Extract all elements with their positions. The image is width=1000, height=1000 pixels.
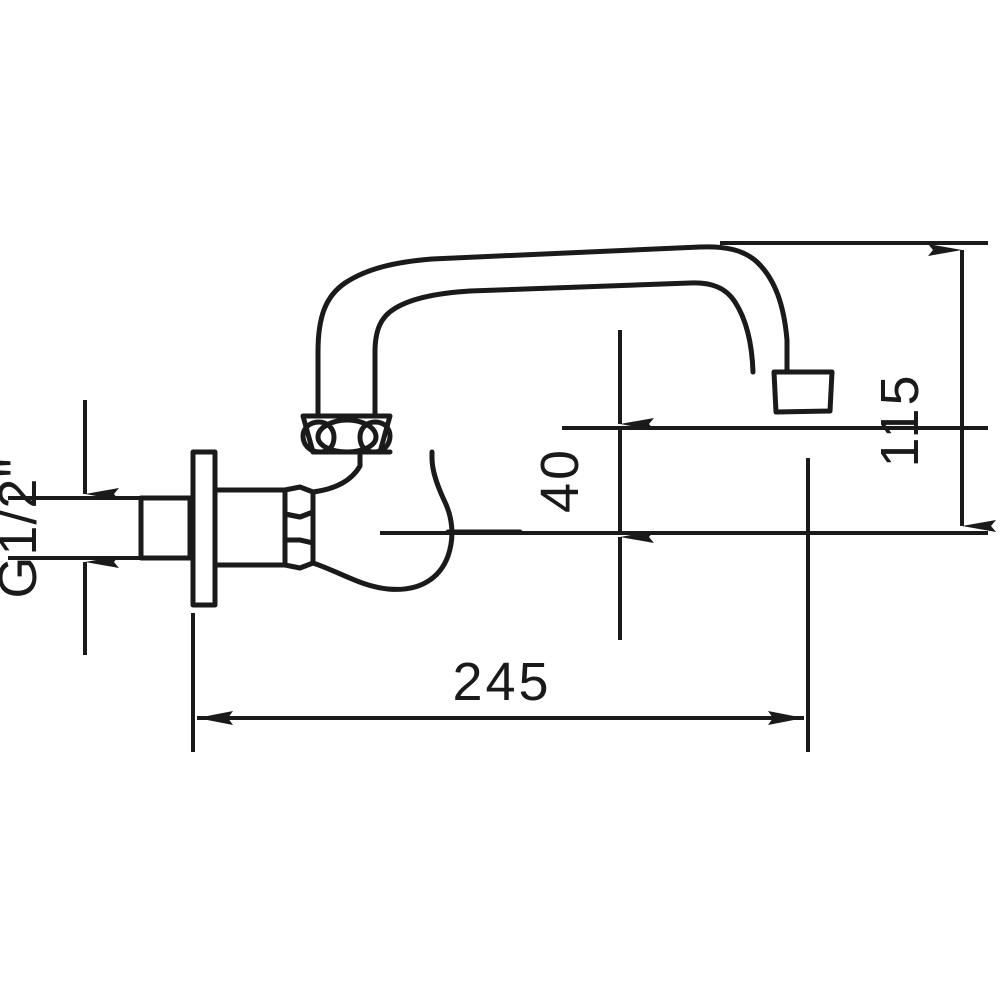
- spout-outer-wall: [315, 244, 790, 375]
- extension-lines: [8, 241, 988, 752]
- wall-flange: [190, 449, 218, 608]
- collar-bulge-left: [300, 419, 337, 455]
- spout-inner-wall: [372, 280, 756, 375]
- annotation-thread-size: G1/2": [0, 400, 119, 655]
- dimension-245: 245: [197, 652, 804, 725]
- dimension-115-label: 115: [870, 372, 930, 467]
- nut-flat-lower: [282, 537, 316, 571]
- collar-bulge-center: [315, 417, 379, 455]
- dimension-40: 40: [530, 330, 654, 640]
- body-lower-outline: [310, 449, 455, 592]
- dimension-40-label: 40: [530, 447, 590, 513]
- collar-bulge-right: [357, 419, 393, 455]
- body-upper-left-curve: [310, 449, 363, 495]
- dimension-245-label: 245: [452, 652, 551, 712]
- thread-size-label: G1/2": [0, 457, 48, 598]
- dimension-115: 115: [870, 244, 996, 532]
- spout-outlet-aerator: [771, 369, 835, 415]
